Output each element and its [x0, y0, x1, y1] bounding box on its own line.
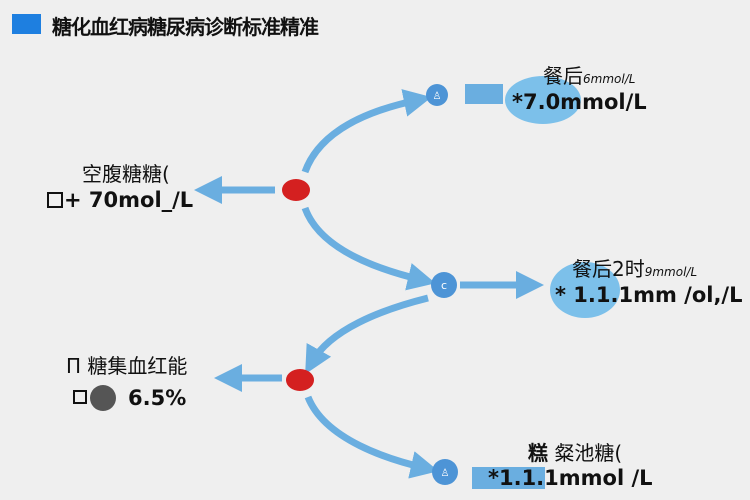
node-value: *7.0mmol/L [512, 90, 647, 114]
curved-arrow [301, 89, 432, 174]
node-value: + 70mol_/L [64, 188, 194, 212]
svg-text:♙: ♙ [441, 468, 450, 479]
box-icon [73, 390, 87, 404]
curved-arrow [304, 395, 439, 479]
c-icon [431, 272, 457, 298]
node-value: *1.1.1mmol /L [488, 466, 653, 490]
red-node [286, 369, 314, 391]
node-label: 糕 粲池糖( [528, 441, 623, 465]
connector-bar [472, 467, 545, 489]
red-node [282, 179, 310, 201]
node-value: 6.5% [128, 386, 187, 410]
connector-bar [465, 84, 503, 104]
title-marker [12, 14, 41, 34]
curved-arrow [301, 206, 436, 291]
highlight-blob [505, 76, 581, 124]
dark-badge-icon [90, 385, 116, 411]
node-label: 空腹糖糖( [82, 162, 170, 186]
node-label: П 糖集血红能 [66, 354, 188, 378]
svg-text:c: c [441, 279, 447, 292]
node-label: 餐后6mmol/L [543, 64, 636, 88]
svg-text:♙: ♙ [433, 91, 442, 102]
node-label: 餐后2时9mmol/L [572, 257, 698, 281]
page-title: 糖化血红病糖尿病诊断标准精准 [52, 15, 319, 39]
person-icon [432, 459, 458, 485]
person-icon [426, 84, 448, 106]
box-icon [47, 192, 63, 208]
curved-arrow [305, 294, 429, 375]
node-value: * 1.1.1mm /ol,/L [555, 283, 743, 307]
highlight-blob [550, 262, 620, 318]
